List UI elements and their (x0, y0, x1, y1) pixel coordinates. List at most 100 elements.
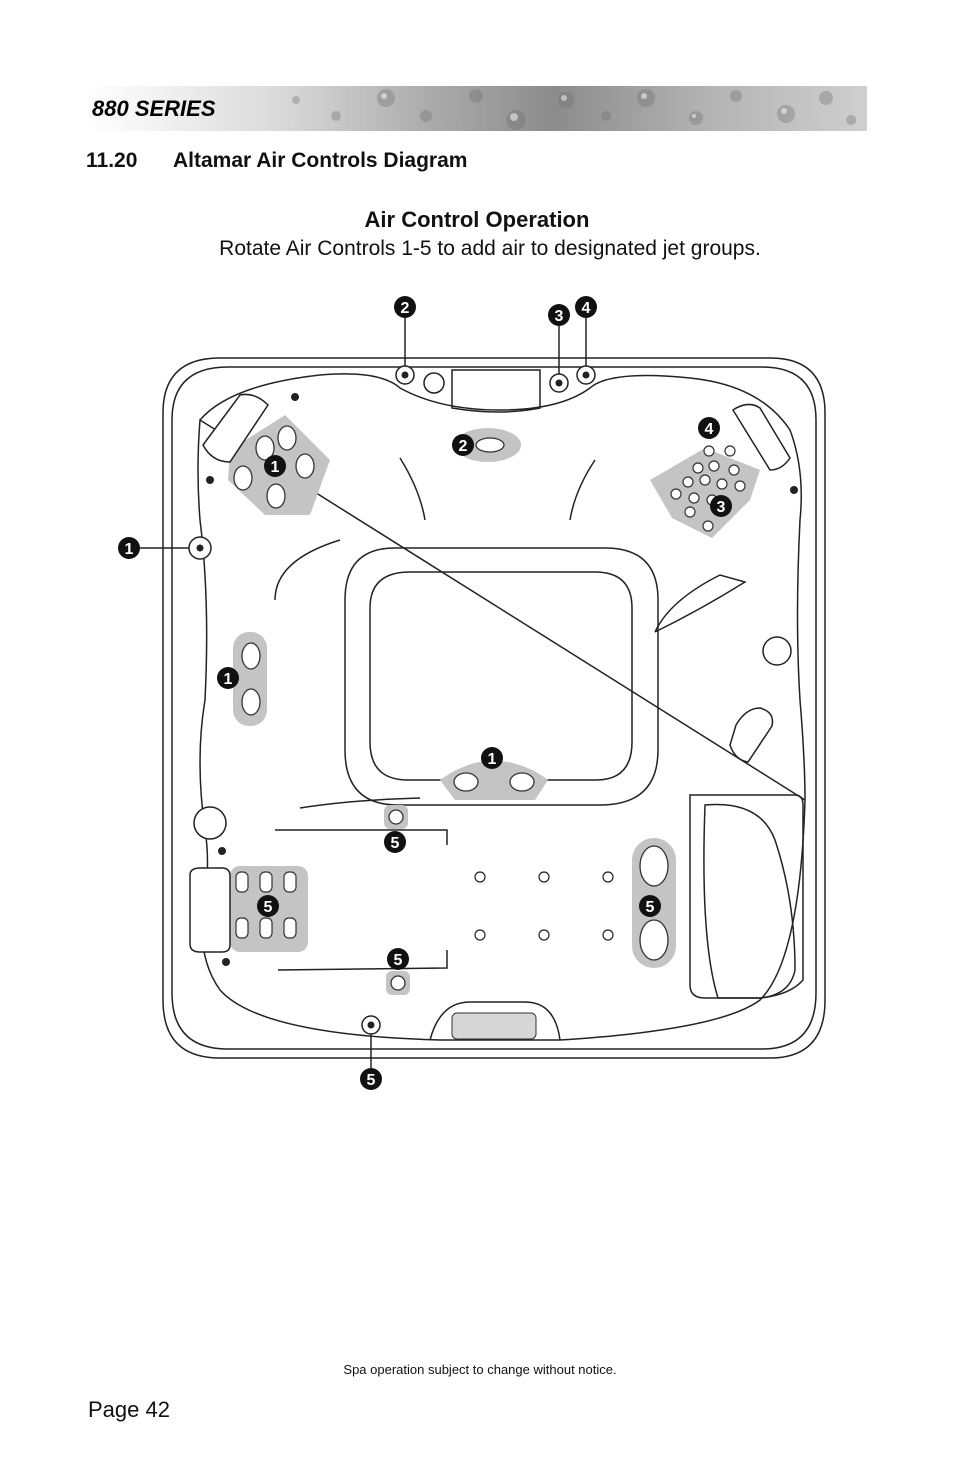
jet-bench (259, 917, 273, 939)
knob-center (367, 1021, 375, 1029)
jet-bench (235, 917, 249, 939)
operation-description: Rotate Air Controls 1-5 to add air to de… (219, 237, 761, 260)
knob-center (196, 544, 204, 552)
callout-bottom-5: 5 (360, 1068, 382, 1090)
banner-texture (292, 89, 856, 130)
control-panel-outline (429, 1001, 561, 1041)
floor-jet (602, 929, 614, 941)
jet-small (703, 445, 715, 457)
callout-jets-5d: 5 (387, 948, 409, 970)
jet (241, 688, 261, 716)
jet (241, 642, 261, 670)
spa-inner-shell (171, 366, 817, 1050)
jet (266, 483, 286, 509)
svg-text:2: 2 (459, 438, 468, 455)
seat-curve-1 (399, 457, 426, 521)
jet (295, 453, 315, 479)
callout-top-2: 2 (394, 296, 416, 318)
svg-text:1: 1 (488, 751, 497, 768)
knob-center (401, 371, 409, 379)
svg-text:5: 5 (646, 899, 655, 916)
footwell-inner (369, 571, 633, 781)
svg-text:3: 3 (555, 308, 564, 325)
light-fitting (206, 476, 214, 484)
svg-text:1: 1 (271, 459, 280, 476)
jet-small (682, 476, 694, 488)
callout-jets-5a: 5 (384, 831, 406, 853)
light-fitting (222, 958, 230, 966)
callout-top-4: 4 (575, 296, 597, 318)
svg-text:5: 5 (367, 1072, 376, 1089)
step-ledge (654, 574, 747, 633)
filter-cap (193, 806, 227, 840)
callout-jets-3: 3 (710, 495, 732, 517)
jet-small (692, 462, 704, 474)
callout-jets-5c: 5 (639, 895, 661, 917)
series-title: 880 SERIES (92, 96, 216, 121)
svg-text:4: 4 (582, 300, 591, 317)
floor-jet (602, 871, 614, 883)
jet (453, 772, 479, 792)
lounge-seat (703, 803, 796, 999)
footer-note: Spa operation subject to change without … (343, 1362, 617, 1377)
jet (255, 435, 275, 461)
callout-jets-5b: 5 (257, 895, 279, 917)
svg-text:1: 1 (224, 671, 233, 688)
svg-text:4: 4 (705, 421, 714, 438)
jet (639, 845, 669, 887)
series-banner: 880 SERIES (86, 86, 867, 131)
jet (277, 425, 297, 451)
cup-holder (729, 707, 774, 763)
jet-small (724, 445, 736, 457)
callout-left-1: 1 (118, 537, 140, 559)
jet-bench (259, 871, 273, 893)
jet-small (684, 506, 696, 518)
jet-small (734, 480, 746, 492)
skimmer (451, 369, 541, 413)
floor-jet (538, 929, 550, 941)
callout-jets-4: 4 (698, 417, 720, 439)
seat-edge-1 (275, 829, 448, 845)
footwell-outer (344, 547, 659, 806)
page-number: Page 42 (88, 1397, 170, 1422)
seat-edge-3 (299, 797, 421, 809)
svg-text:3: 3 (717, 499, 726, 516)
spa-diagram: 2 3 4 1 5 1 2 4 3 1 1 5 5 5 5 (118, 296, 826, 1090)
callout-jets-1b: 1 (217, 667, 239, 689)
jet (388, 809, 404, 825)
jet-small (702, 520, 714, 532)
floor-jet (474, 929, 486, 941)
jet-small (699, 474, 711, 486)
jet-small (670, 488, 682, 500)
jet-bench (235, 871, 249, 893)
jet-small (728, 464, 740, 476)
jet (639, 919, 669, 961)
drain-fitting (762, 636, 792, 666)
svg-text:2: 2 (401, 300, 410, 317)
jet-small (716, 478, 728, 490)
seat-curve-2 (569, 459, 596, 521)
callout-jets-2: 2 (452, 434, 474, 456)
jet (233, 465, 253, 491)
operation-title: Air Control Operation (364, 207, 590, 232)
jet (475, 437, 505, 453)
knob-center (582, 371, 590, 379)
jet-bench (283, 871, 297, 893)
svg-text:5: 5 (394, 952, 403, 969)
svg-text:1: 1 (125, 541, 134, 558)
light-fitting (291, 393, 299, 401)
light-fitting (218, 847, 226, 855)
light-fitting (790, 486, 798, 494)
seat-curve-3 (274, 539, 341, 601)
callout-jets-1c: 1 (481, 747, 503, 769)
svg-text:5: 5 (264, 899, 273, 916)
lounge-outline (689, 794, 804, 999)
pillow-bench (189, 867, 231, 953)
section-number: 11.20 (86, 149, 138, 172)
jet-small (688, 492, 700, 504)
knob-center (555, 379, 563, 387)
callout-jets-1a: 1 (264, 455, 286, 477)
jet (390, 975, 406, 991)
control-panel (451, 1012, 537, 1040)
